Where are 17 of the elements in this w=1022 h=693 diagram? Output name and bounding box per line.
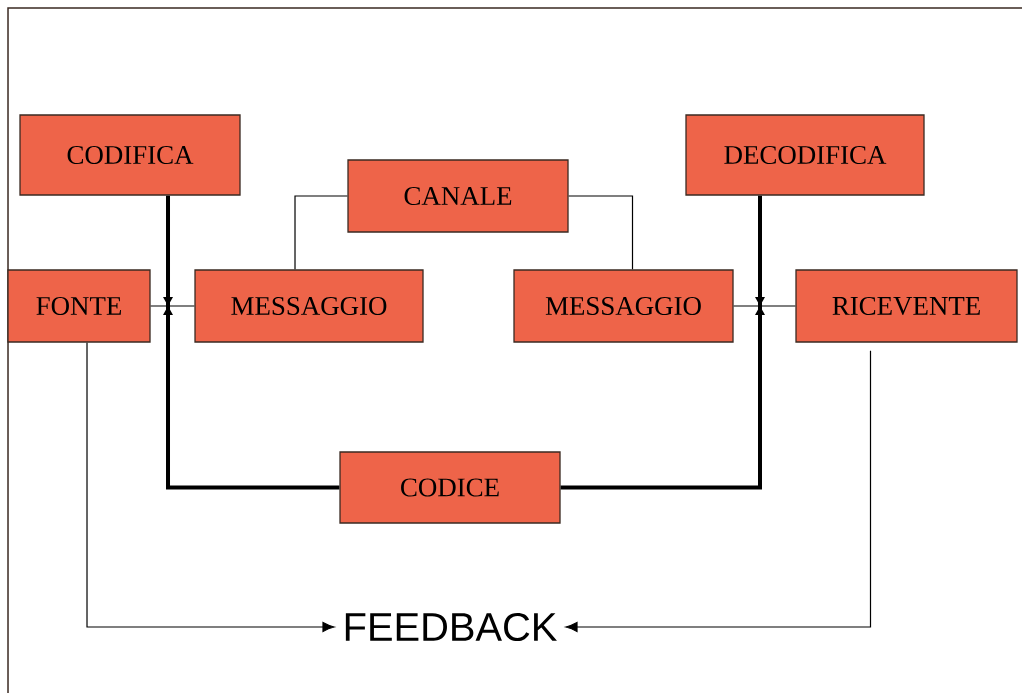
process-box: CODIFICA [19,114,241,196]
connector [294,195,348,270]
connector [166,195,340,490]
process-box: CANALE [347,159,569,233]
connector [565,350,872,632]
connector [560,195,762,490]
process-box: DECODIFICA [685,114,925,196]
process-box: RICEVENTE [795,269,1018,343]
process-box: MESSAGGIO [194,269,424,343]
connector [86,342,335,632]
process-box: FONTE [7,269,151,343]
process-box: CODICE [339,451,561,524]
feedback-label: FEEDBACK [345,612,557,642]
connector [568,195,634,270]
process-box: MESSAGGIO [513,269,734,343]
connector [150,305,195,307]
connector [733,305,796,307]
